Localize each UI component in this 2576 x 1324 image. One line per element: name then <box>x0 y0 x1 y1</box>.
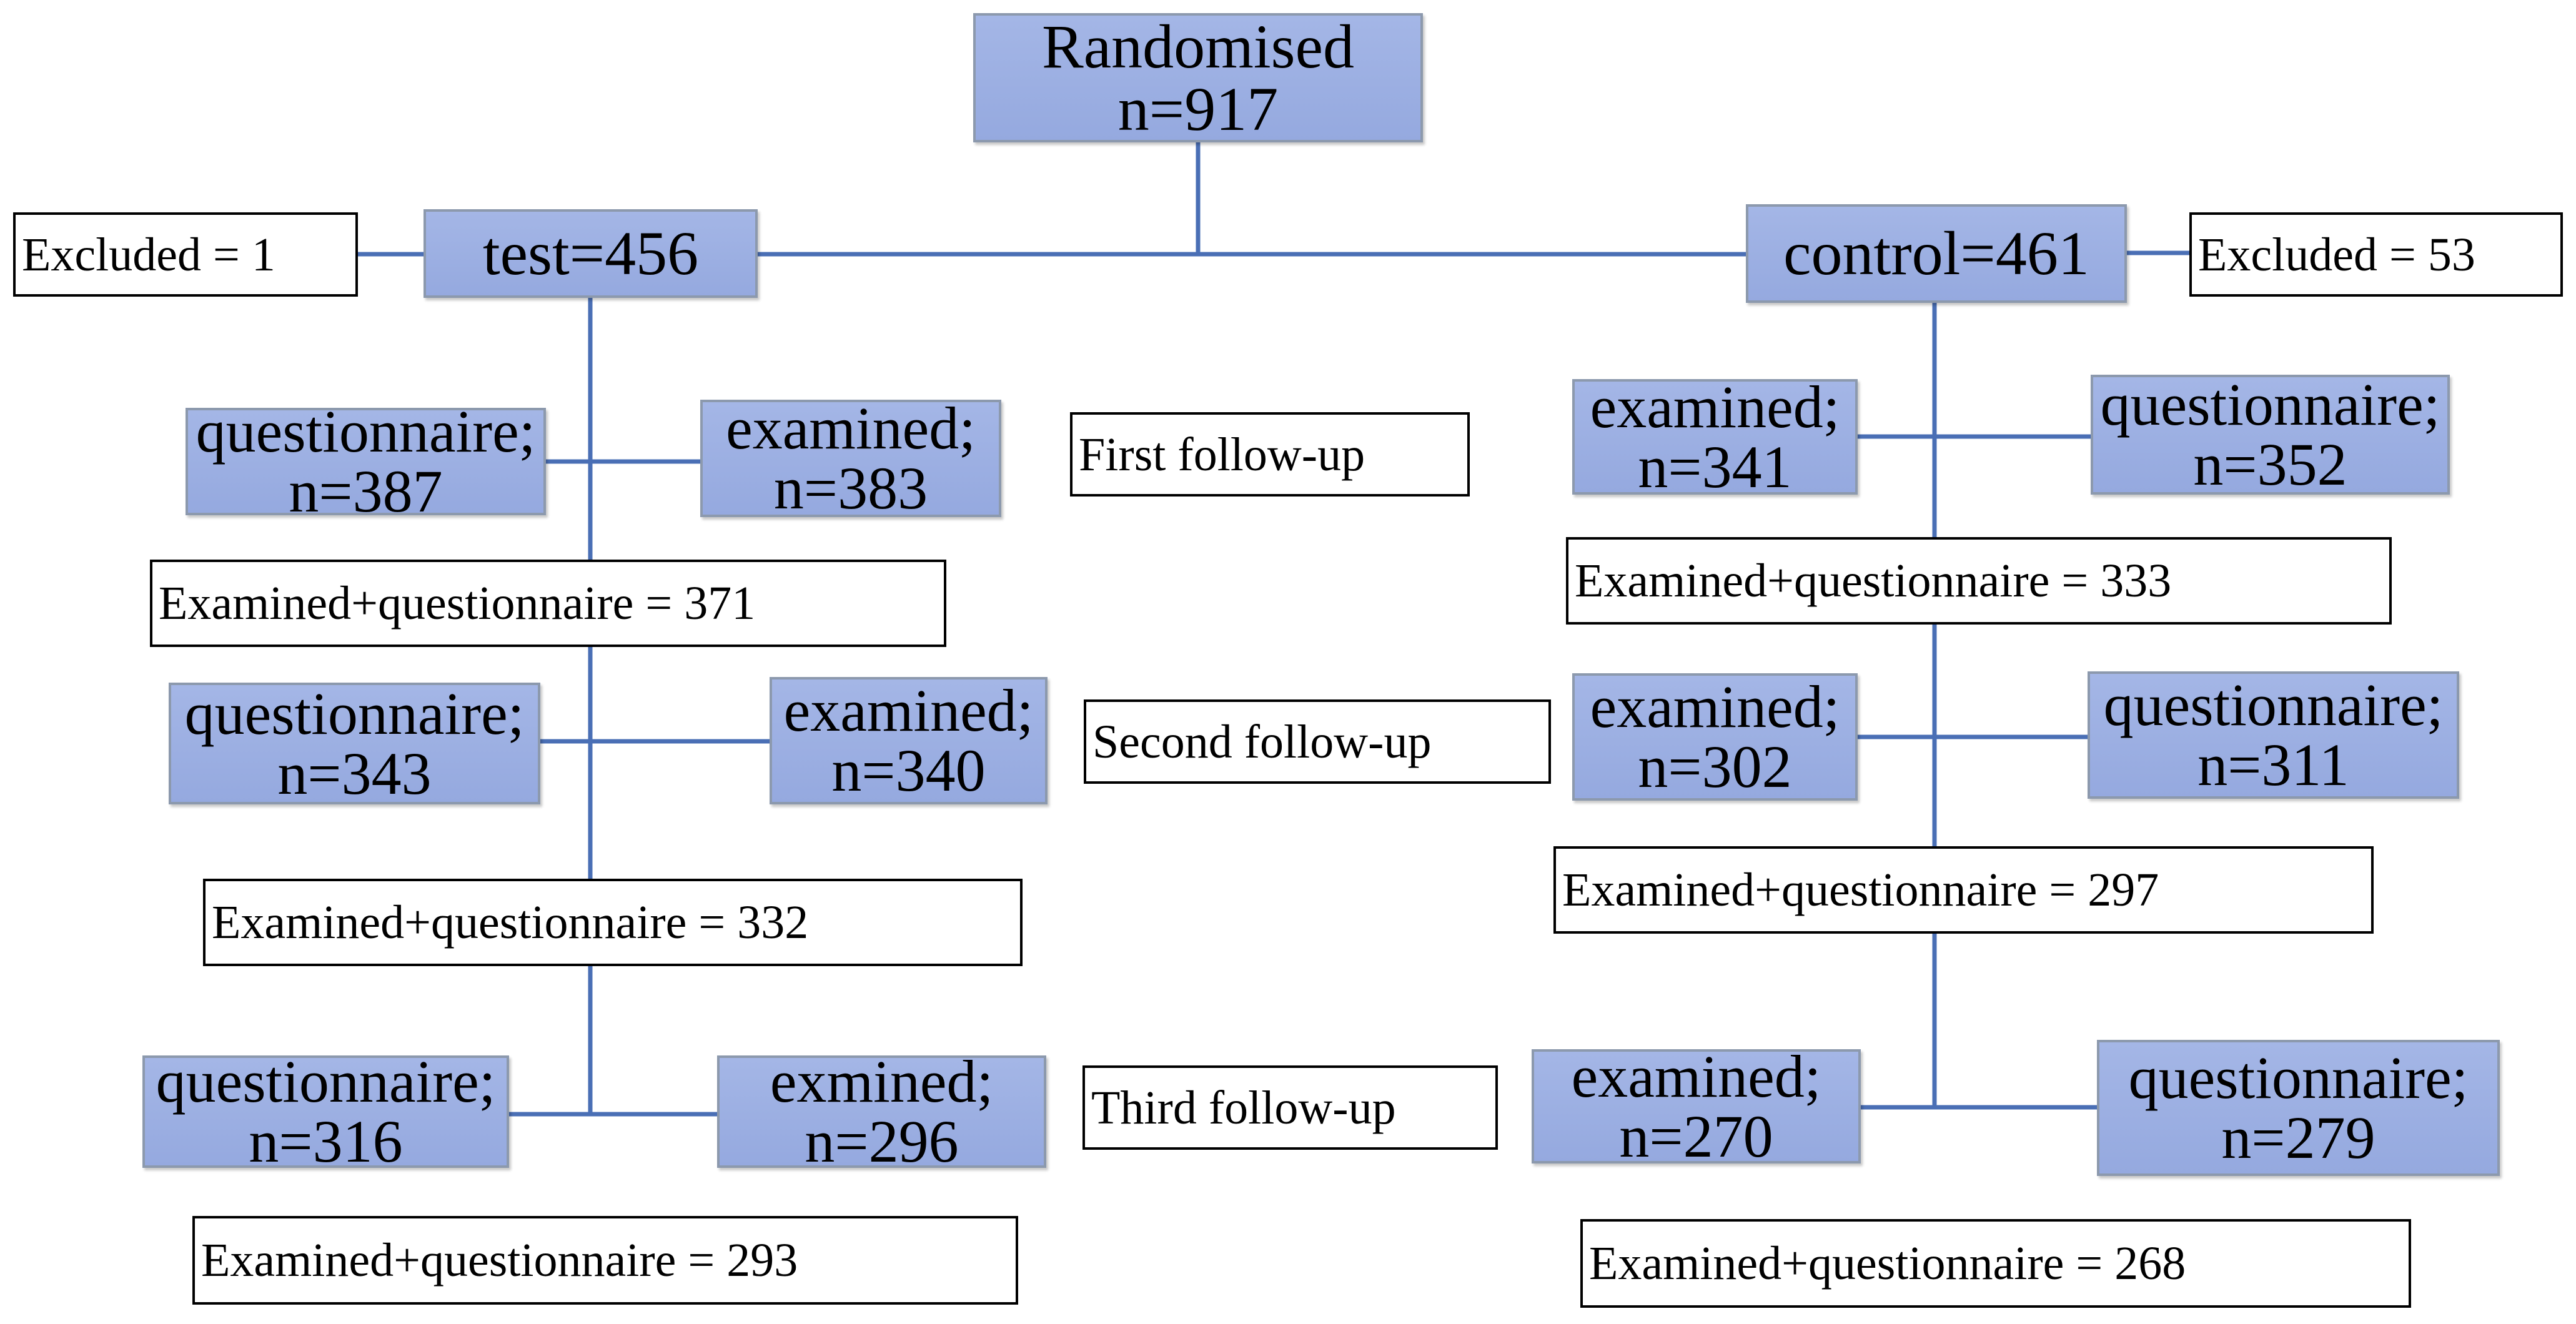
box-line: examined; <box>1590 373 1840 440</box>
combined-label: Examined+questionnaire = 333 <box>1575 555 2172 607</box>
combined-label: Examined+questionnaire = 268 <box>1589 1237 2186 1290</box>
test-first-questionnaire-box: questionnaire; n=387 <box>186 402 546 521</box>
test-first-examined-box: examined; n=383 <box>700 395 1001 521</box>
box-count: n=387 <box>289 458 443 525</box>
control-arm-label: control=461 <box>1783 219 2089 288</box>
control-first-examined-box: examined; n=341 <box>1572 373 1858 500</box>
box-line: questionnaire; <box>196 398 536 465</box>
test-second-examined-box: examined; n=340 <box>770 677 1048 804</box>
control-third-examined-box: examined; n=270 <box>1532 1042 1861 1166</box>
control-third-questionnaire-box: questionnaire; n=279 <box>2097 1040 2500 1176</box>
box-count: n=341 <box>1638 433 1792 500</box>
test-third-combined-box: Examined+questionnaire = 293 <box>192 1216 1018 1305</box>
phase-third-label-box: Third follow-up <box>1082 1065 1498 1150</box>
box-line: questionnaire; <box>156 1048 496 1115</box>
control-first-questionnaire-box: questionnaire; n=352 <box>2091 375 2450 495</box>
box-count: n=352 <box>2193 431 2347 498</box>
test-excluded-label: Excluded = 1 <box>22 228 275 281</box>
randomised-count: n=917 <box>1117 74 1279 144</box>
phase-second-label: Second follow-up <box>1092 715 1432 768</box>
box-count: n=340 <box>831 737 986 804</box>
combined-label: Examined+questionnaire = 297 <box>1562 864 2159 916</box>
box-count: n=383 <box>773 455 928 521</box>
control-excluded-label: Excluded = 53 <box>2198 228 2475 281</box>
test-second-questionnaire-box: questionnaire; n=343 <box>169 683 540 804</box>
test-third-examined-box: exmined; n=296 <box>717 1048 1046 1172</box>
test-excluded-box: Excluded = 1 <box>13 212 358 297</box>
combined-label: Examined+questionnaire = 371 <box>159 577 756 630</box>
box-line: examined; <box>1590 673 1840 740</box>
box-line: questionnaire; <box>2100 371 2440 438</box>
control-first-combined-box: Examined+questionnaire = 333 <box>1566 537 2392 625</box>
control-second-combined-box: Examined+questionnaire = 297 <box>1553 846 2374 934</box>
test-first-combined-box: Examined+questionnaire = 371 <box>150 560 946 647</box>
box-count: n=316 <box>249 1108 403 1175</box>
test-second-combined-box: Examined+questionnaire = 332 <box>203 879 1023 966</box>
box-count: n=279 <box>2221 1104 2375 1171</box>
test-arm-label: test=456 <box>482 219 699 288</box>
control-third-combined-box: Examined+questionnaire = 268 <box>1580 1219 2411 1308</box>
randomised-box: Randomised n=917 <box>973 13 1423 142</box>
box-line: questionnaire; <box>184 679 525 747</box>
box-line: questionnaire; <box>2103 671 2444 738</box>
box-line: questionnaire; <box>2128 1044 2469 1111</box>
randomised-label: Randomised <box>1042 11 1354 81</box>
box-count: n=296 <box>805 1108 959 1175</box>
control-arm-box: control=461 <box>1746 204 2127 303</box>
box-line: exmined; <box>770 1048 994 1115</box>
box-line: examined; <box>783 677 1034 744</box>
combined-label: Examined+questionnaire = 293 <box>201 1234 798 1287</box>
box-count: n=343 <box>277 739 432 807</box>
phase-third-label: Third follow-up <box>1091 1081 1396 1134</box>
combined-label: Examined+questionnaire = 332 <box>212 896 809 949</box>
test-arm-box: test=456 <box>424 209 758 298</box>
test-third-questionnaire-box: questionnaire; n=316 <box>142 1048 509 1172</box>
phase-first-label: First follow-up <box>1079 428 1365 481</box>
box-count: n=270 <box>1619 1102 1773 1170</box>
phase-first-label-box: First follow-up <box>1070 412 1470 496</box>
box-line: examined; <box>1571 1042 1821 1110</box>
control-second-questionnaire-box: questionnaire; n=311 <box>2088 671 2459 799</box>
phase-second-label-box: Second follow-up <box>1084 699 1551 784</box>
control-second-examined-box: examined; n=302 <box>1572 673 1858 801</box>
control-excluded-box: Excluded = 53 <box>2189 212 2563 297</box>
box-count: n=311 <box>2197 731 2349 798</box>
box-count: n=302 <box>1638 733 1792 800</box>
box-line: examined; <box>726 395 976 462</box>
